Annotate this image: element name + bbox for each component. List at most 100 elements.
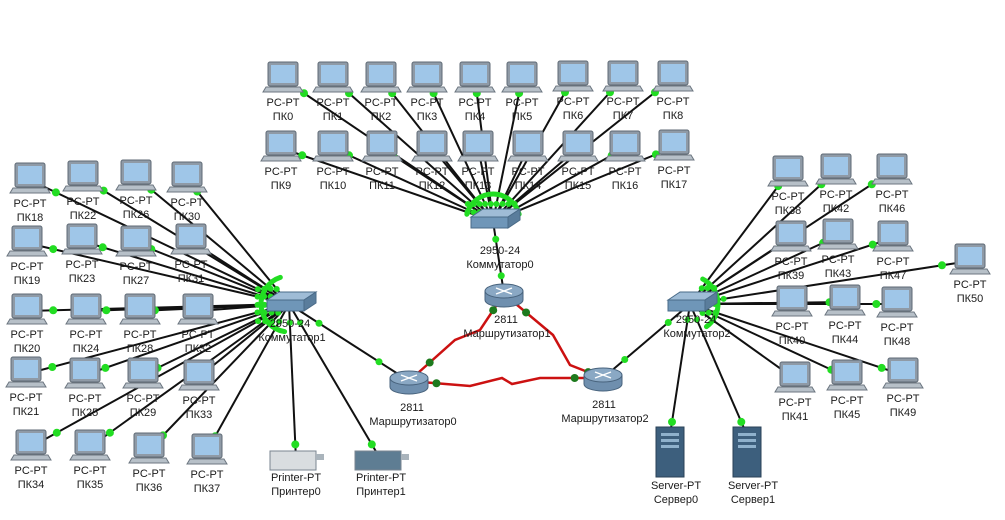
pc-model-label: PC-PT	[831, 395, 864, 407]
pc-screen	[611, 64, 635, 82]
pc-screen	[14, 360, 38, 378]
pc-model-label: PC-PT	[124, 329, 157, 341]
pc-22-port-dot	[49, 245, 58, 254]
pc-27-switch-port-dot	[261, 301, 268, 308]
pc-screen	[516, 134, 540, 152]
router-name-label: Маршрутизатор0	[369, 416, 456, 428]
pc-34-port-dot	[52, 428, 61, 437]
server-bay	[661, 445, 679, 448]
pc-name-label: ПК39	[778, 270, 805, 282]
pc-35-switch-port-dot	[262, 318, 269, 325]
serial-port-dot-3-1	[489, 306, 498, 315]
pc-model-label: PC-PT	[317, 166, 350, 178]
pc-name-label: ПК26	[123, 209, 150, 221]
switch-name-label: Коммутатор0	[466, 259, 533, 271]
pc-keyboard-icon	[10, 454, 52, 461]
pc-keyboard-icon	[186, 458, 228, 465]
pc-keyboard-icon	[826, 384, 868, 391]
pc-keyboard-icon	[6, 250, 48, 257]
pc-name-label: ПК11	[369, 180, 395, 192]
pc-2-switch-port-dot	[476, 200, 483, 207]
pc-44-switch-port-dot	[720, 295, 727, 302]
pc-name-label: ПК5	[512, 111, 532, 123]
pc-screen	[779, 224, 803, 242]
pc-model-label: PC-PT	[881, 322, 914, 334]
switch-name-label: Коммутатор2	[663, 328, 730, 340]
pc-name-label: ПК9	[271, 180, 291, 192]
pc-model-label: PC-PT	[267, 97, 300, 109]
server-0-link	[669, 303, 691, 436]
pc-screen	[186, 297, 210, 315]
pc-43-link	[689, 237, 894, 305]
switch-model-label: 2950-24	[676, 314, 716, 326]
pc-screen	[19, 433, 43, 451]
pc-name-label: ПК2	[371, 111, 391, 123]
pc-30-switch-port-dot	[254, 309, 261, 316]
switch-side-icon	[303, 291, 317, 312]
pc-keyboard-icon	[774, 386, 816, 393]
pc-model-label: PC-PT	[658, 165, 691, 177]
